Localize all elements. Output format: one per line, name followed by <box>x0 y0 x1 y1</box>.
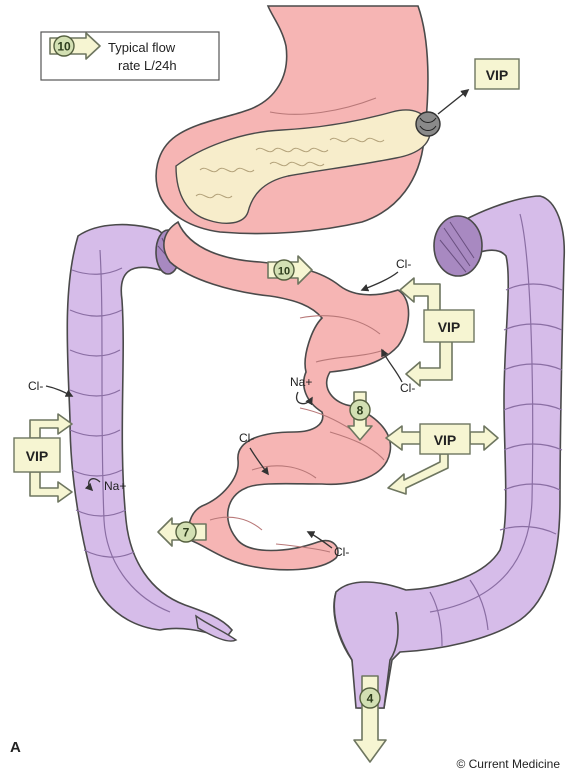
ascending-colon <box>67 225 232 638</box>
chloride-label-3: Cl- <box>239 431 254 445</box>
vip-box-small-intestine: VIP <box>400 278 474 386</box>
vip-box-colon: VIP <box>14 414 72 502</box>
vip-arrow-middle-down <box>388 454 448 494</box>
vip-label-tumor: VIP <box>486 67 509 83</box>
vip-label-middle: VIP <box>434 432 457 448</box>
panel-letter: A <box>10 739 21 756</box>
colon-cut-end-right <box>434 216 482 276</box>
flow-rate-ileocecal: 7 <box>183 526 190 540</box>
legend-line-1: Typical flow <box>108 40 176 55</box>
vip-label-small-intestine: VIP <box>438 319 461 335</box>
chloride-label-4: Cl- <box>334 545 349 559</box>
vip-box-middle: VIP <box>386 424 498 494</box>
vip-bracket-colon-top <box>30 414 72 438</box>
legend-badge: 10 <box>57 40 71 54</box>
vip-box-tumor: VIP <box>475 59 519 89</box>
flow-rate-mid: 8 <box>357 404 364 418</box>
chloride-label-5: Cl- <box>28 379 43 393</box>
flow-rate-rectum: 4 <box>367 692 374 706</box>
sodium-label-1: Na+ <box>290 375 312 389</box>
chloride-label-1: Cl- <box>396 257 411 271</box>
vip-label-colon: VIP <box>26 448 49 464</box>
vip-bracket-colon-bottom <box>30 472 72 502</box>
vip-tumor <box>416 112 440 136</box>
vip-arrow-middle-right <box>470 426 498 450</box>
tumor-arrow <box>438 90 468 114</box>
sodium-label-2: Na+ <box>104 479 126 493</box>
flow-rate-upper: 10 <box>278 266 290 278</box>
legend-line-2: rate L/24h <box>118 58 177 73</box>
copyright-label: © Current Medicine <box>456 757 560 771</box>
chloride-label-2: Cl- <box>400 381 415 395</box>
vip-arrow-middle-left <box>386 426 422 450</box>
legend: 10 Typical flow rate L/24h <box>41 32 219 80</box>
